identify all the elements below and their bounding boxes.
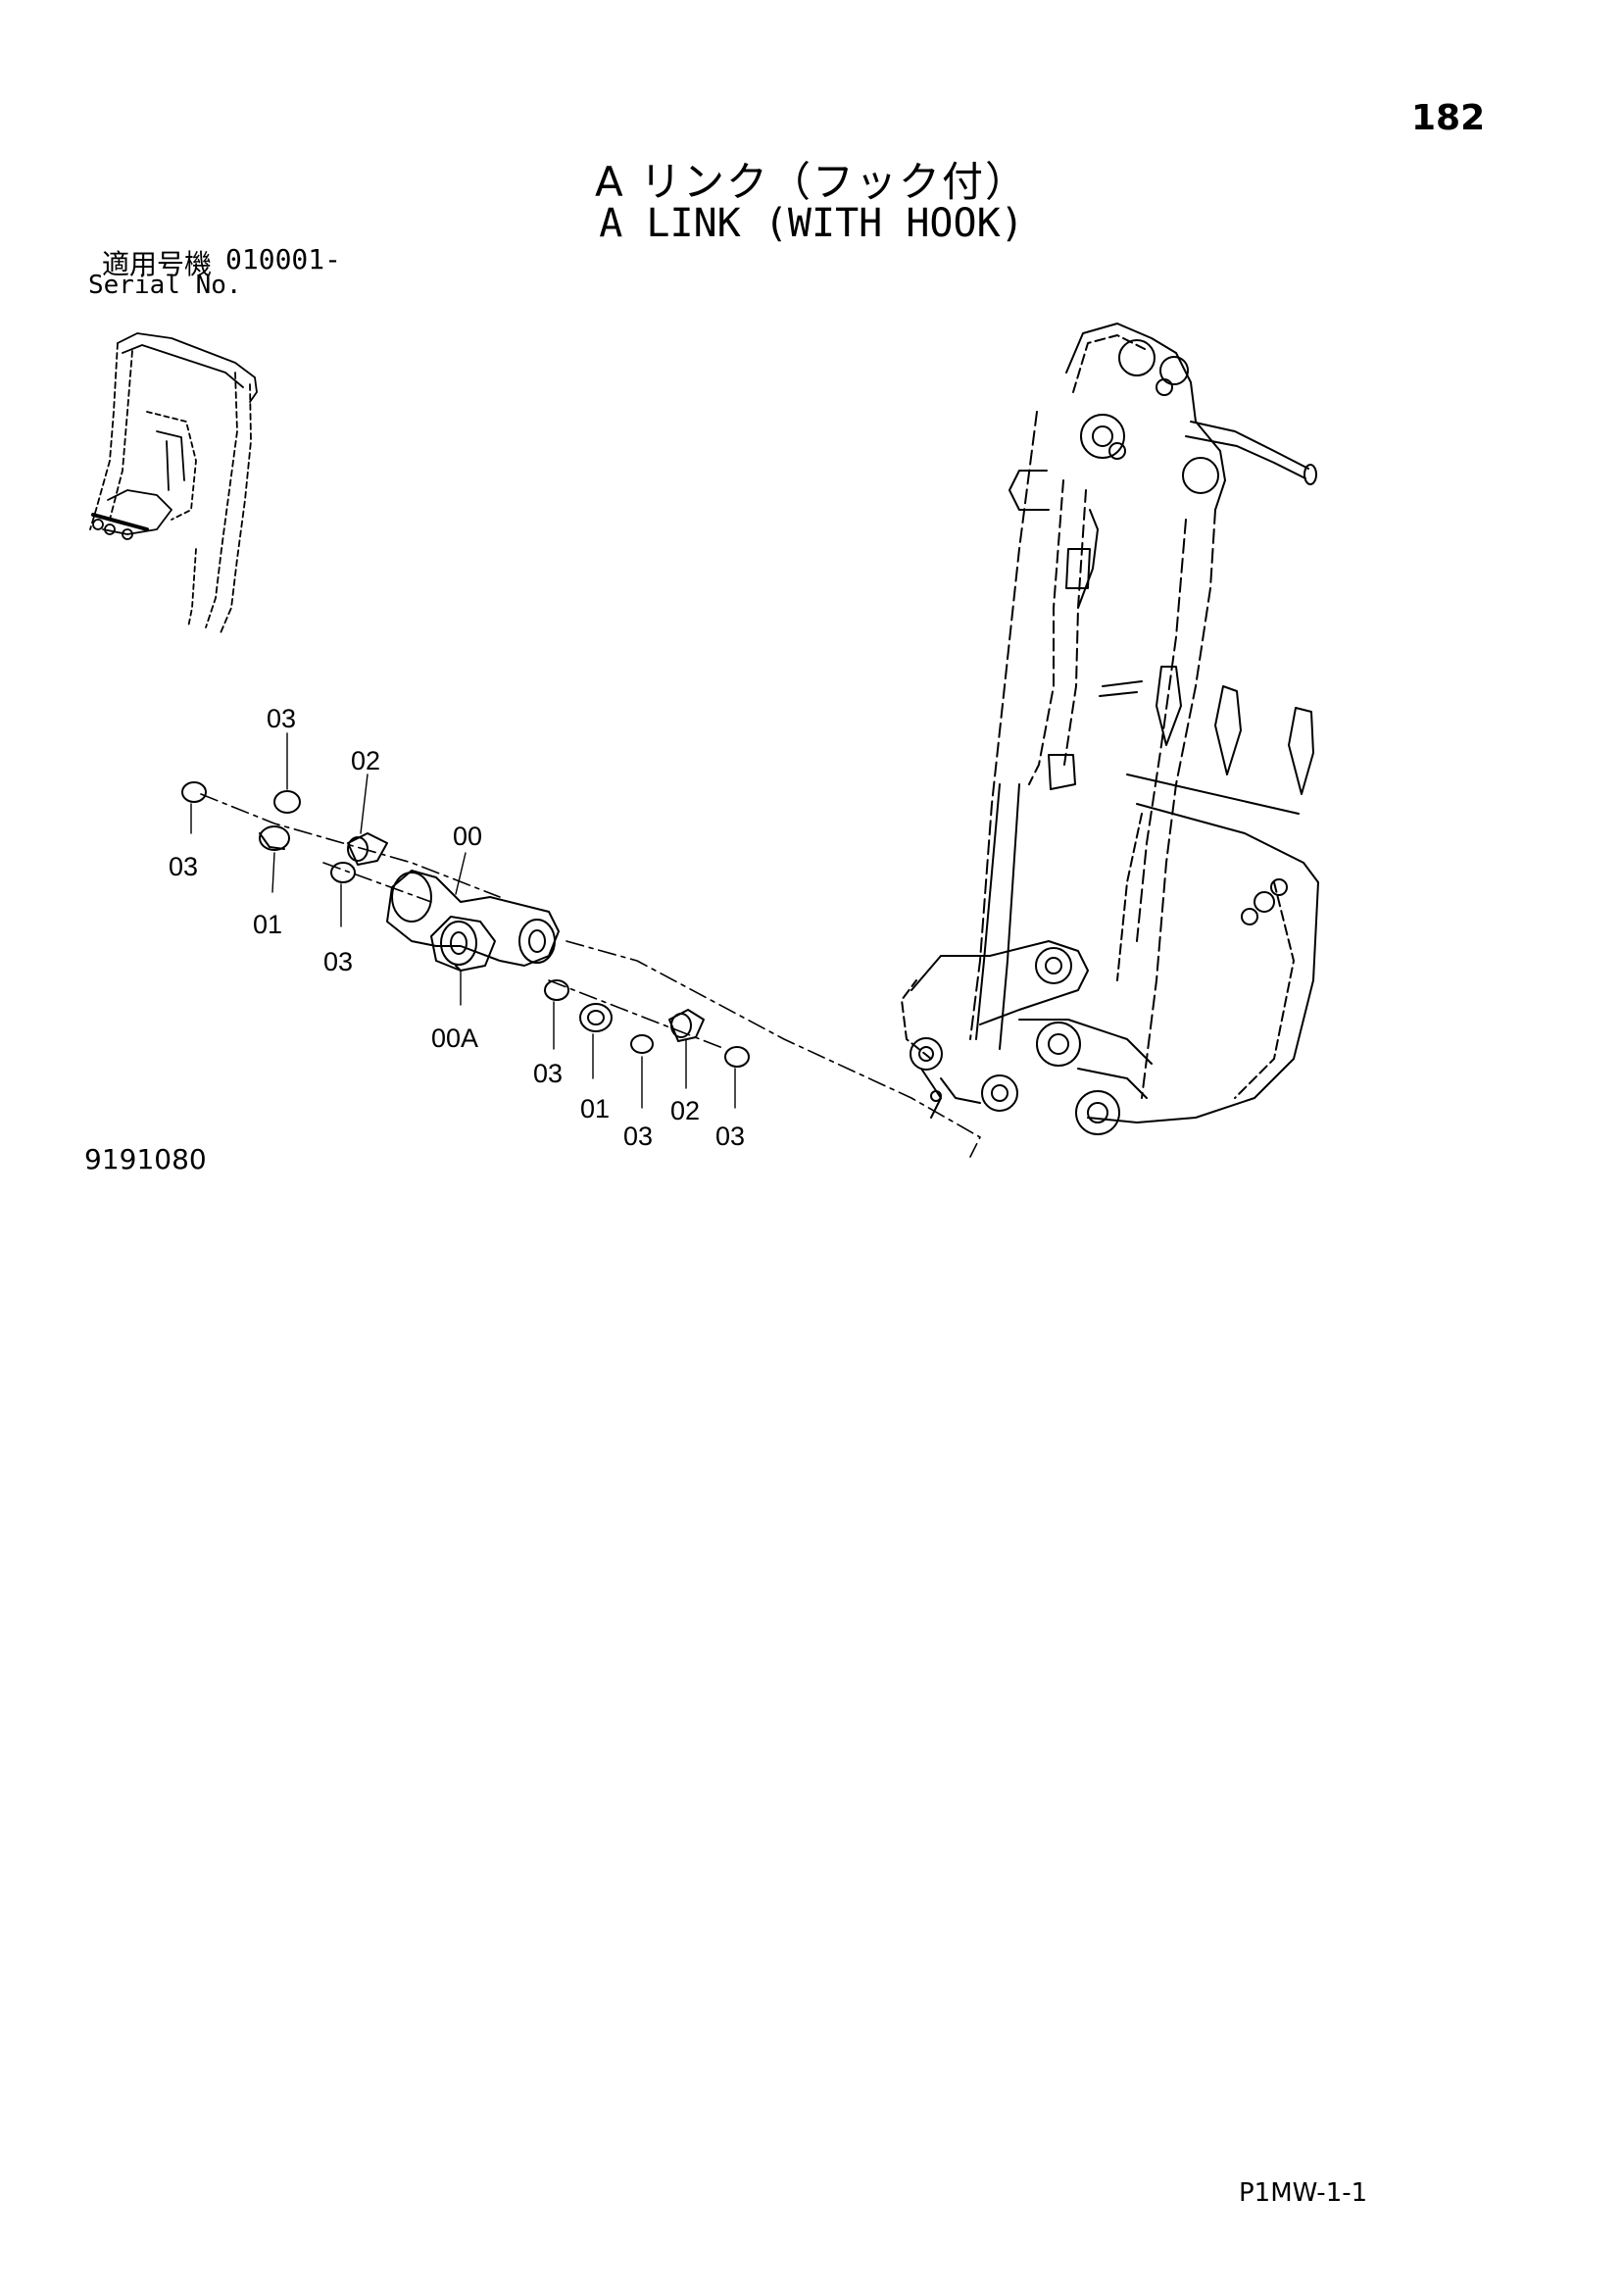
- callout-03-left: 03: [169, 852, 198, 881]
- page-code: P1MW-1-1: [1239, 2178, 1368, 2208]
- drawing-number: 9191080: [84, 1143, 207, 1175]
- callout-03-right1: 03: [533, 1059, 563, 1088]
- callout-02-right: 02: [670, 1096, 700, 1125]
- callout-02-top: 02: [351, 746, 380, 775]
- bucket-arm-illustration: [901, 323, 1319, 1135]
- callouts: 03 02 03 00 01 03 00A 03 01 03 02 03: [169, 704, 745, 1151]
- callout-01-left: 01: [253, 910, 282, 939]
- title-japanese: A リンク（フック付）: [594, 158, 1029, 206]
- callout-01-right: 01: [580, 1094, 610, 1123]
- serial-range: 010001-: [225, 243, 342, 275]
- serial-label-english: Serial No.: [88, 271, 242, 300]
- callout-00A: 00A: [431, 1023, 478, 1053]
- callout-03-mid: 03: [323, 947, 353, 976]
- callout-03-right3: 03: [715, 1122, 745, 1151]
- page-number: 182: [1411, 98, 1486, 138]
- thumbnail-arm-illustration: [89, 332, 258, 636]
- callout-03-right2: 03: [623, 1122, 653, 1151]
- title-english: A LINK (WITH HOOK): [599, 201, 1024, 246]
- callout-00: 00: [453, 822, 482, 851]
- exploded-parts: [181, 732, 981, 1158]
- serial-label-japanese: 適用号機: [102, 248, 213, 280]
- callout-03-top: 03: [267, 704, 296, 733]
